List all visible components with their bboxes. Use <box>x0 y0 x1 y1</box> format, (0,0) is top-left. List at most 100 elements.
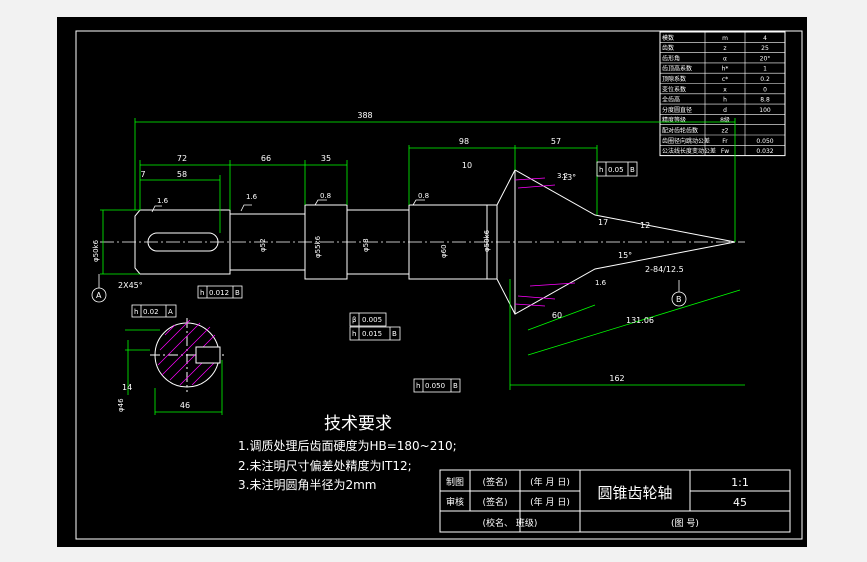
param-name: 配对齿轮齿数 <box>662 127 698 135</box>
param-value: 0.2 <box>760 76 770 83</box>
tech-req-item-3: 3.未注明圆角半径为2mm <box>238 477 376 492</box>
tb-sign-1: (签名) <box>482 476 507 488</box>
dim-35: 35 <box>321 154 331 163</box>
section-view <box>150 318 224 392</box>
datum-a: A <box>96 291 102 300</box>
tol3b-ref: B <box>392 330 397 338</box>
tol4-val: 0.02 <box>143 308 159 316</box>
dimension-texts: 388 72 58 7 66 35 98 57 60 131.06 162 46… <box>118 111 684 410</box>
dia-6: φ50k6 <box>483 229 491 252</box>
param-value: 0.032 <box>756 148 773 155</box>
param-value: 1 <box>763 66 767 73</box>
ra-5: 3.2 <box>557 172 568 180</box>
param-name: 齿形角 <box>662 54 680 62</box>
tol4-sym: h <box>134 308 138 316</box>
dim-131: 131.06 <box>626 316 654 325</box>
dim-10: 10 <box>462 161 472 170</box>
tol3b-val: 0.015 <box>362 330 382 338</box>
tolerance-frames: h 0.012 B h 0.05 B β 0.005 h 0.015 B h 0… <box>131 161 638 393</box>
cad-viewport[interactable] <box>57 17 807 547</box>
tech-req-item-1: 1.调质处理后齿面硬度为HB=180~210; <box>238 438 457 453</box>
dim-60: 60 <box>552 311 562 320</box>
tol1-val: 0.012 <box>209 289 229 297</box>
tol3a-val: 0.005 <box>362 316 382 324</box>
param-symbol: h <box>723 97 727 104</box>
tb-role-2: 审核 <box>446 496 464 508</box>
ra-4: 0.8 <box>418 192 429 200</box>
tol3b-sym: h <box>352 330 356 338</box>
tol2-ref: B <box>630 166 635 174</box>
tol5-ref: B <box>453 382 458 390</box>
dim-162: 162 <box>609 374 624 383</box>
dim-7: 7 <box>140 170 145 179</box>
tol2-sym: h <box>599 166 603 174</box>
param-name: 齿顶高系数 <box>662 65 692 73</box>
tol4-ref: A <box>168 308 173 316</box>
param-name: 模数 <box>662 34 674 42</box>
ra-3: 0.8 <box>320 192 331 200</box>
param-symbol: c* <box>722 76 728 83</box>
param-symbol: z2 <box>722 128 729 135</box>
diameter-labels: φ50k6 φ52 φ55k6 φ58 φ60 φ50k6 φ46 <box>92 229 491 412</box>
param-symbol: α <box>723 55 727 62</box>
param-name: 公法线长度变动公差 <box>662 147 716 155</box>
dim-angle1: 2-84/12.5 <box>645 265 684 274</box>
tol3a-sym: β <box>352 316 356 324</box>
tb-sign-2: (签名) <box>482 496 507 508</box>
param-value: 100 <box>759 107 771 114</box>
ra-2: 1.6 <box>246 193 258 201</box>
tb-drawing-no: (图 号) <box>671 518 699 529</box>
dim-57: 57 <box>551 137 561 146</box>
param-symbol: z <box>723 45 726 52</box>
gear-hatching <box>514 177 576 307</box>
technical-requirements: 技术要求 1.调质处理后齿面硬度为HB=180~210; 2.未注明尺寸偏差处精… <box>238 414 457 492</box>
drawing-frame <box>75 30 803 540</box>
param-name: 顶隙系数 <box>662 75 686 83</box>
dim-ang2: 13° <box>562 173 576 182</box>
dia-2: φ52 <box>259 238 267 252</box>
datum-b: B <box>676 295 682 304</box>
tech-req-title: 技术要求 <box>324 414 392 434</box>
param-symbol: Fr <box>722 138 728 145</box>
param-symbol: d <box>723 107 727 114</box>
tb-material-no: 45 <box>733 496 747 509</box>
dia-7: φ46 <box>117 398 125 412</box>
dia-5: φ60 <box>440 244 448 258</box>
param-name: 分度圆直径 <box>662 106 692 114</box>
tol5-sym: h <box>416 382 420 390</box>
param-name: 全齿高 <box>662 96 680 104</box>
dim-ang3: 15° <box>618 251 632 260</box>
param-symbol: m <box>722 35 728 42</box>
param-symbol: x <box>723 86 727 93</box>
tb-school: (校名、 班级) <box>483 517 538 529</box>
param-name: 齿数 <box>662 44 674 52</box>
param-name: 变位系数 <box>662 85 686 93</box>
tb-scale: 1:1 <box>731 476 749 489</box>
dim-58: 58 <box>177 170 187 179</box>
dim-66: 66 <box>261 154 271 163</box>
dim-14: 14 <box>122 383 132 392</box>
dia-4: φ58 <box>362 238 370 252</box>
param-value: 20° <box>760 55 771 62</box>
ra-6: 1.6 <box>595 279 607 287</box>
tb-date-1: (年 月 日) <box>530 476 570 488</box>
dim-98: 98 <box>459 137 469 146</box>
title-block: 制图 (签名) (年 月 日) 审核 (签名) (年 月 日) (校名、 班级)… <box>439 469 791 533</box>
tol2-val: 0.05 <box>608 166 624 174</box>
dim-12: 12 <box>640 221 650 230</box>
dim-chamfer: 2X45° <box>118 281 143 290</box>
tol5-val: 0.050 <box>425 382 445 390</box>
param-name: 齿圈径向跳动公差 <box>662 137 710 145</box>
ra-1: 1.6 <box>157 197 169 205</box>
tol1-sym: h <box>200 289 204 297</box>
dim-72: 72 <box>177 154 187 163</box>
tol1-ref: B <box>235 289 240 297</box>
tech-req-item-2: 2.未注明尺寸偏差处精度为IT12; <box>238 458 412 473</box>
param-symbol: Fw <box>721 148 729 155</box>
dim-17: 17 <box>598 218 608 227</box>
param-value: 0.050 <box>756 138 773 145</box>
dim-46: 46 <box>180 401 190 410</box>
tb-drawing-name: 圆锥齿轮轴 <box>597 484 672 502</box>
